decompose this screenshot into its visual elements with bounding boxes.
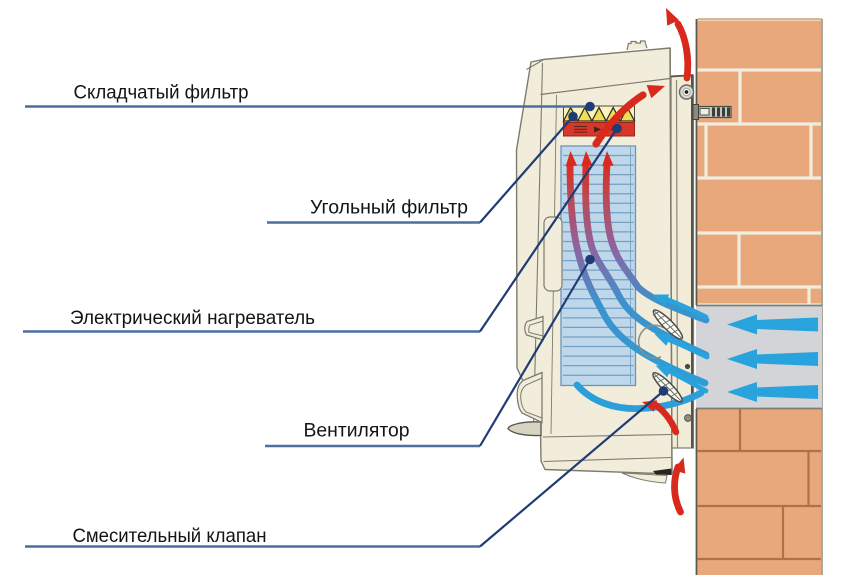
- svg-text:Смесительный клапан: Смесительный клапан: [73, 526, 267, 547]
- svg-text:Угольный фильтр: Угольный фильтр: [310, 198, 468, 219]
- svg-text:Складчатый фильтр: Складчатый фильтр: [74, 83, 249, 104]
- svg-text:Электрический нагреватель: Электрический нагреватель: [70, 308, 315, 329]
- svg-text:Вентилятор: Вентилятор: [304, 421, 410, 442]
